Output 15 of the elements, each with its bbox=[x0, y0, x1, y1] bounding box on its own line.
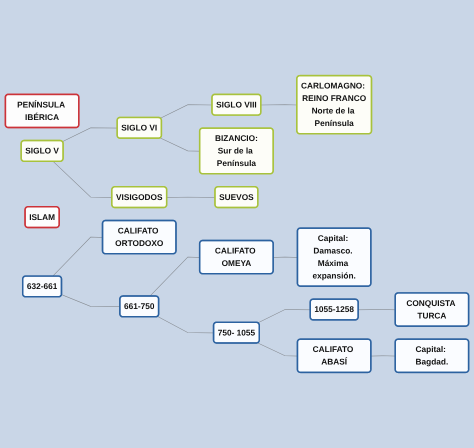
connector bbox=[258, 309, 311, 324]
connector bbox=[166, 196, 216, 198]
connector bbox=[160, 138, 200, 152]
connector bbox=[160, 104, 213, 119]
connector bbox=[273, 256, 298, 258]
connector bbox=[52, 236, 104, 277]
connector bbox=[62, 128, 118, 142]
connector bbox=[260, 104, 298, 106]
connector bbox=[370, 355, 396, 356]
connector bbox=[157, 316, 214, 334]
connector bbox=[258, 342, 298, 356]
connector bbox=[149, 256, 200, 297]
connector bbox=[61, 294, 120, 307]
connector bbox=[358, 309, 396, 310]
connector bbox=[53, 161, 112, 198]
